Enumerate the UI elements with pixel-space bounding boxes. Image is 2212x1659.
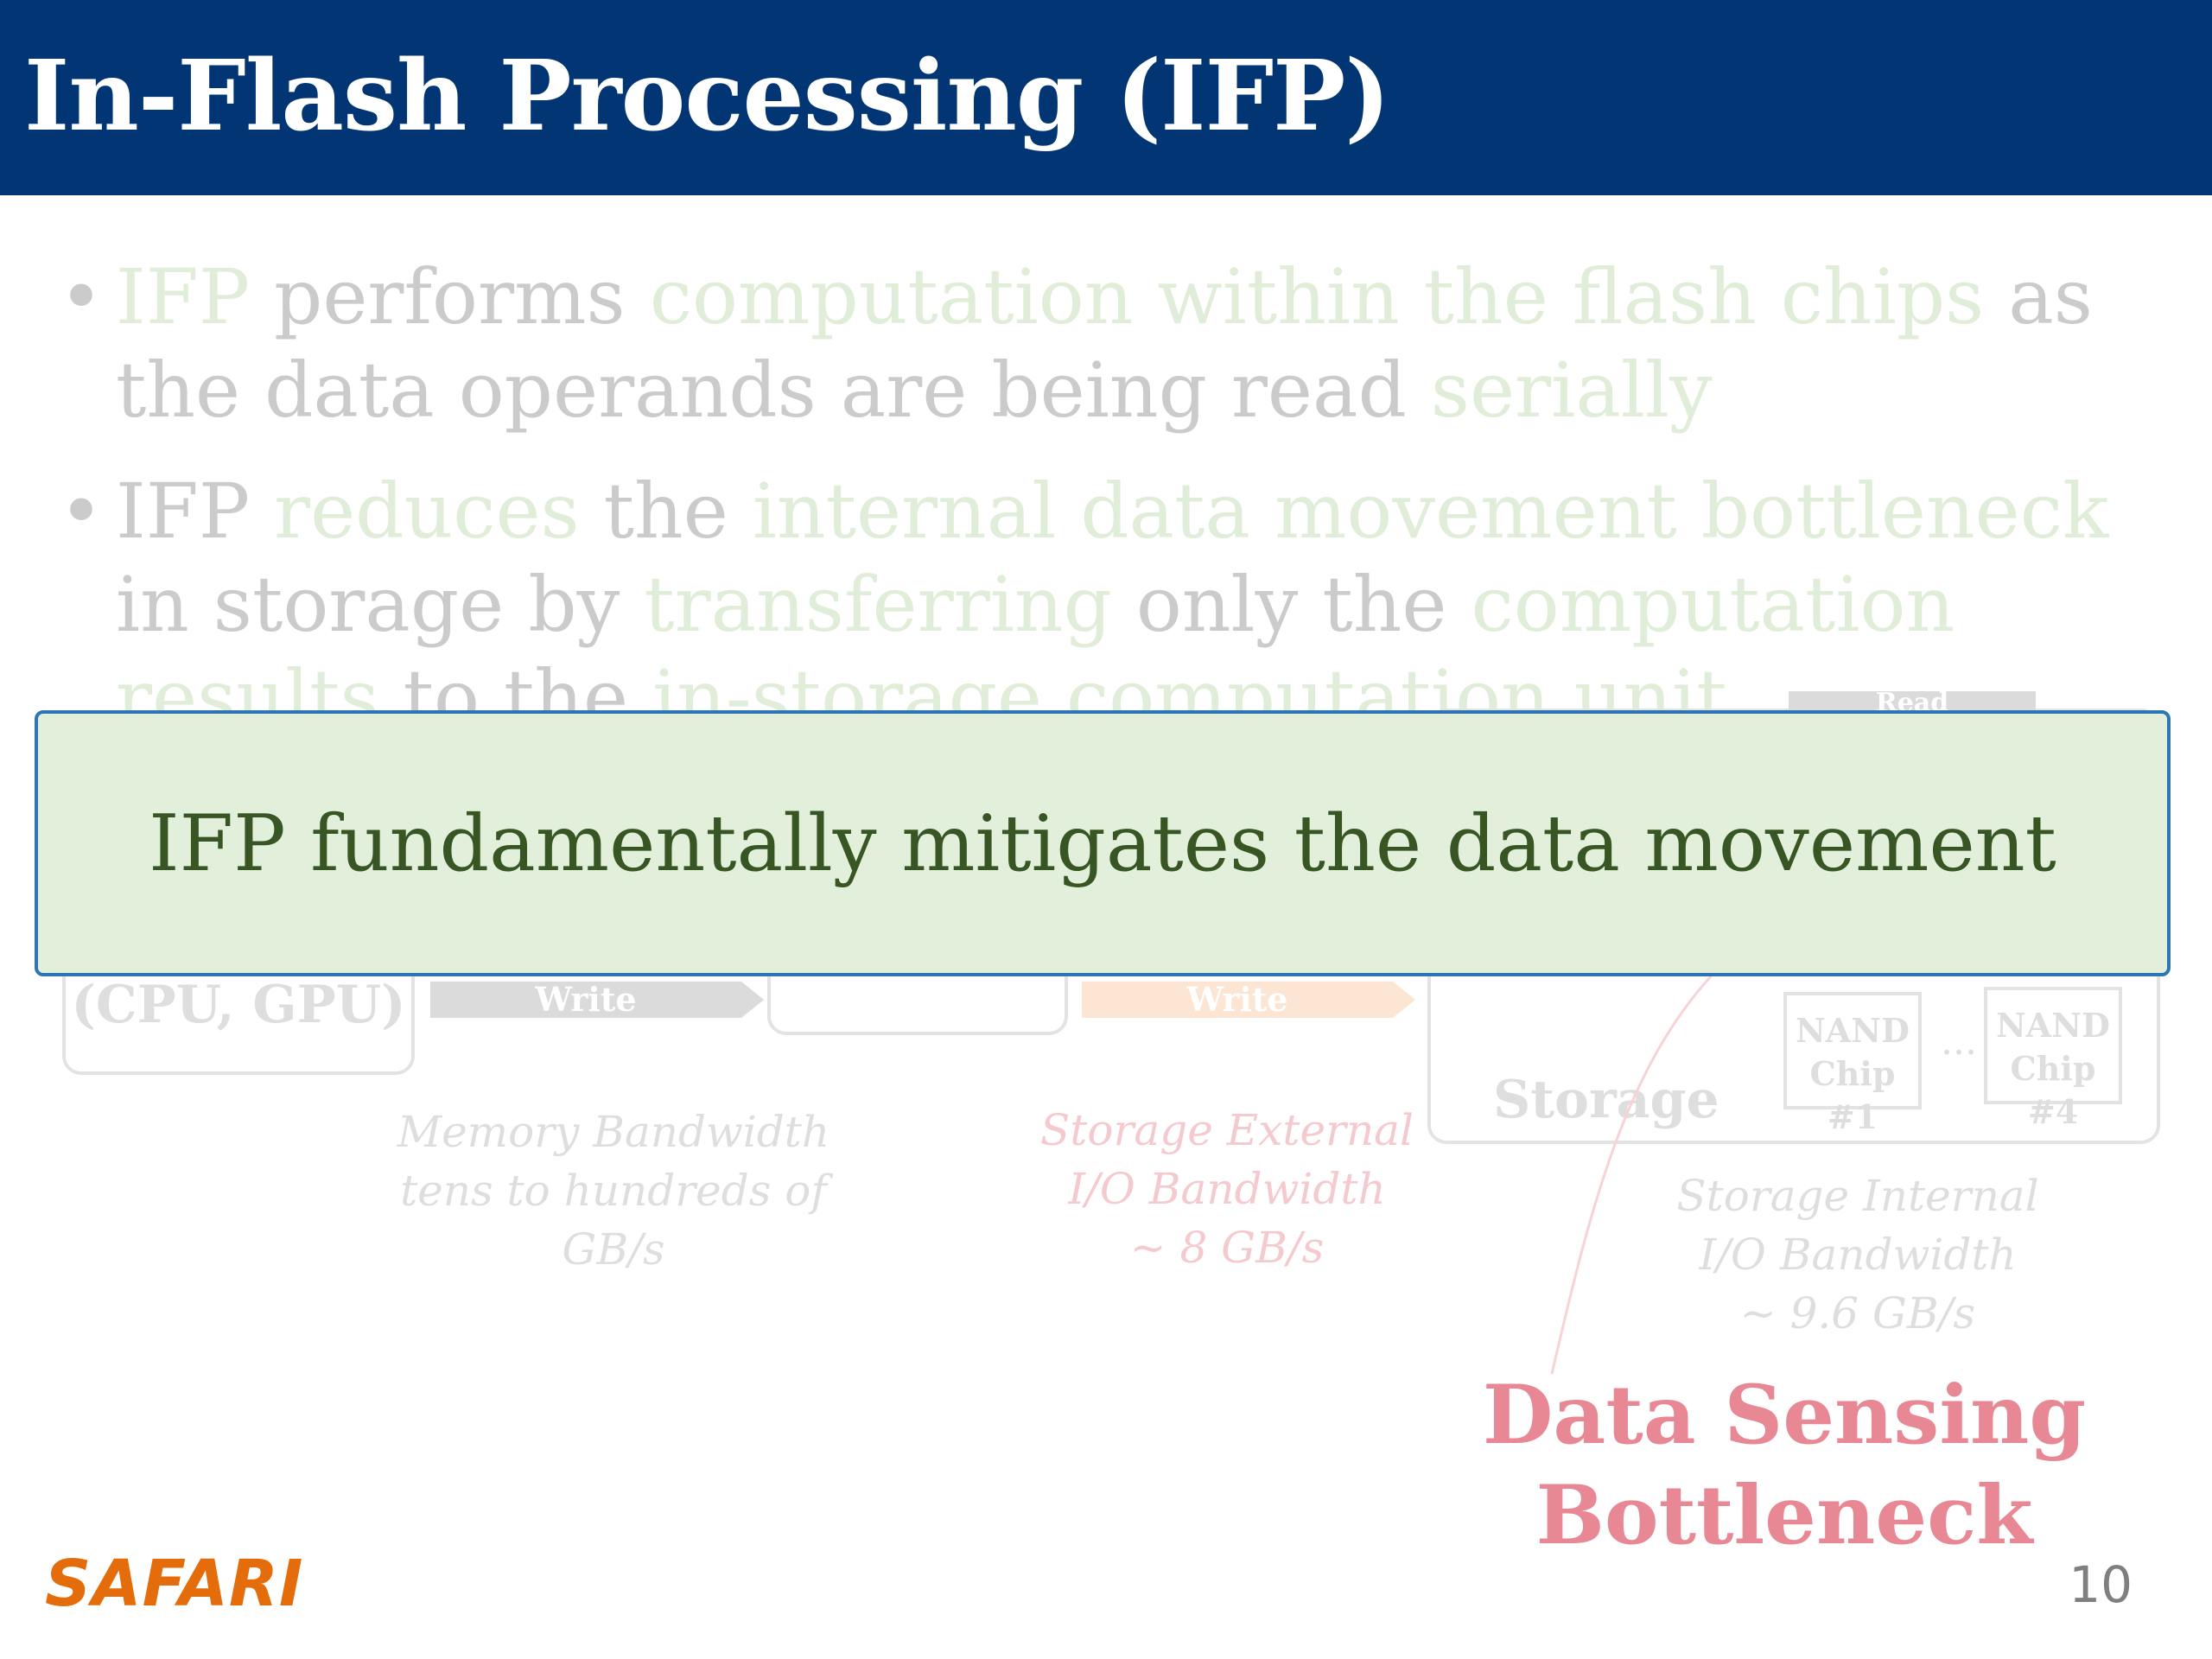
bullet-text-part: IFP xyxy=(116,467,251,556)
storage-internal-bandwidth-caption: Storage Internal I/O Bandwidth ~ 9.6 GB/… xyxy=(1659,1166,2056,1343)
caption-line: ~ 8 GB/s xyxy=(1129,1223,1325,1273)
page-number: 10 xyxy=(2069,1555,2133,1614)
bullet-text-part: IFP xyxy=(116,252,251,341)
storage-external-bandwidth-caption: Storage External I/O Bandwidth ~ 8 GB/s xyxy=(1037,1101,1417,1277)
nand-chip-1-label: NAND Chip #1 xyxy=(1796,1011,1910,1136)
bullet-1-text: IFP performs computation within the flas… xyxy=(116,251,2190,437)
safari-logo: SAFARI xyxy=(45,1547,304,1621)
write-arrow-storage: Write xyxy=(1082,980,1415,1019)
nand-chip-4: NAND Chip #4 xyxy=(1984,987,2122,1131)
bullet-text-part: only the xyxy=(1111,560,1471,649)
bullet-text-part: internal data movement bottleneck xyxy=(752,467,2109,556)
bullet-marker: • xyxy=(59,252,104,341)
memory-bandwidth-caption: Memory Bandwidth tens to hundreds of GB/… xyxy=(346,1103,881,1279)
write-arrow-memory: Write xyxy=(430,980,764,1019)
slide-title: In-Flash Processing (IFP) xyxy=(24,40,1390,153)
nand-ellipsis: ... xyxy=(1941,1020,1977,1064)
caption-line: Storage External xyxy=(1040,1105,1414,1155)
bottleneck-line: Data Sensing xyxy=(1482,1368,2087,1463)
title-bar: In-Flash Processing (IFP) xyxy=(0,0,2212,195)
write-label: Write xyxy=(1186,980,1288,1019)
callout-text: IFP fundamentally mitigates the data mov… xyxy=(149,798,2056,889)
bullet-text-part: as the data operands are being read xyxy=(116,252,2093,435)
caption-line: tens to hundreds of GB/s xyxy=(400,1166,827,1274)
bullet-text-part: the xyxy=(579,467,753,556)
write-label: Write xyxy=(535,980,637,1019)
callout-box: IFP fundamentally mitigates the data mov… xyxy=(35,710,2171,976)
bottleneck-line: Bottleneck xyxy=(1535,1468,2033,1563)
bullet-text-part: performs xyxy=(250,252,650,341)
caption-line: I/O Bandwidth xyxy=(1068,1164,1386,1214)
bullet-text-part: in storage by xyxy=(116,560,645,649)
caption-line: I/O Bandwidth xyxy=(1699,1230,2017,1280)
pointer-line xyxy=(1550,975,1713,1375)
caption-line: Memory Bandwidth xyxy=(397,1107,830,1157)
data-sensing-bottleneck-label: Data Sensing Bottleneck xyxy=(1469,1365,2100,1566)
bullet-2-text: IFP reduces the internal data movement b… xyxy=(116,465,2190,745)
arrow-tip xyxy=(1393,982,1415,1018)
arrow-tip xyxy=(741,982,764,1018)
nand-chip-1: NAND Chip #1 xyxy=(1783,992,1922,1136)
caption-line: Storage Internal xyxy=(1676,1171,2039,1221)
bullet-text-part: serially xyxy=(1430,346,1713,435)
nand-chip-4-label: NAND Chip #4 xyxy=(1996,1006,2110,1131)
bullet-marker: • xyxy=(59,467,104,556)
bullet-text-part: computation within the flash chips xyxy=(649,252,1985,341)
storage-label: Storage xyxy=(1493,1070,1719,1130)
bullet-text-part: reduces xyxy=(274,467,580,556)
bullet-text-part: transferring xyxy=(644,560,1112,649)
caption-line: ~ 9.6 GB/s xyxy=(1739,1288,1976,1338)
compute-label: (CPU, GPU) xyxy=(71,975,406,1035)
